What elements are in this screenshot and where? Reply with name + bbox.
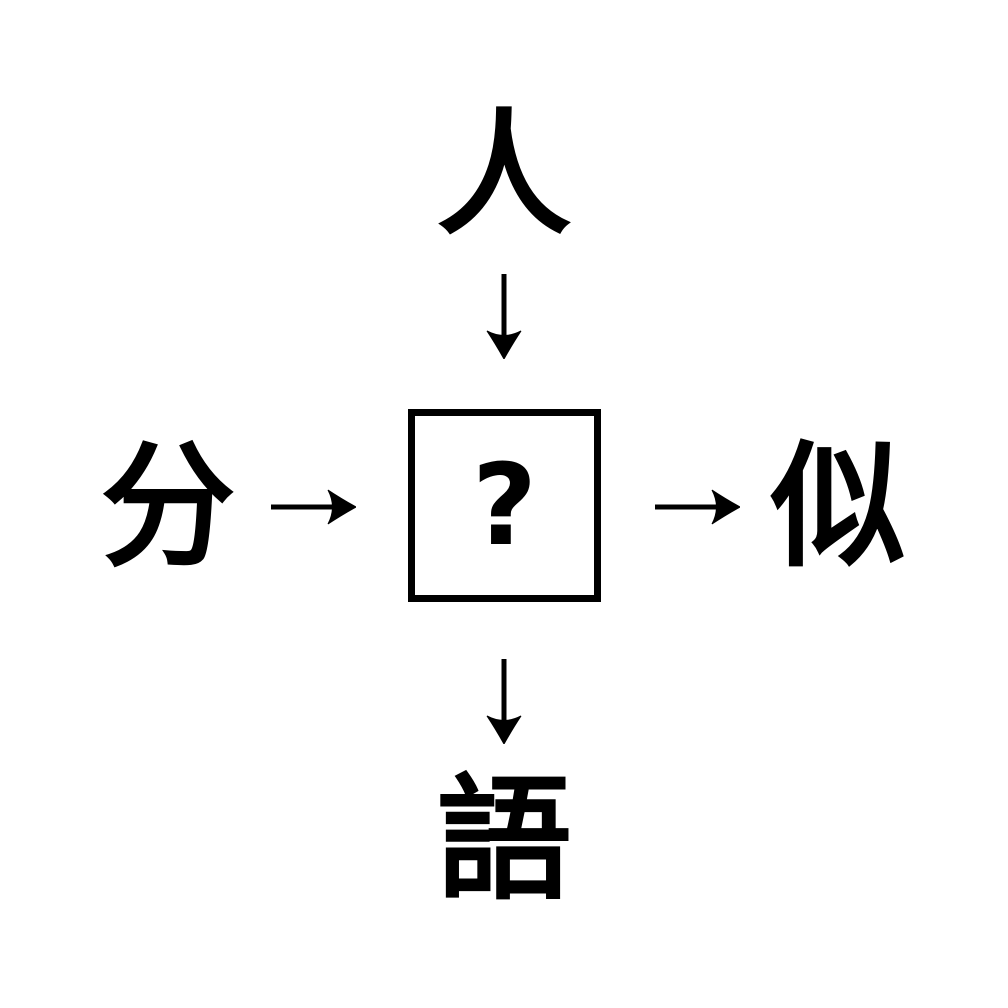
arrow-right-icon: [271, 489, 356, 525]
answer-placeholder: ?: [472, 440, 537, 571]
answer-box: ?: [408, 409, 601, 602]
arrow-down-icon: [486, 274, 522, 359]
arrow-right-icon: [655, 489, 740, 525]
arrow-down-icon: [486, 659, 522, 744]
puzzle-char-top: 人: [436, 96, 572, 254]
puzzle-char-right: 似: [770, 428, 906, 586]
puzzle-char-left: 分: [100, 428, 236, 586]
puzzle-char-bottom: 語: [436, 761, 572, 919]
